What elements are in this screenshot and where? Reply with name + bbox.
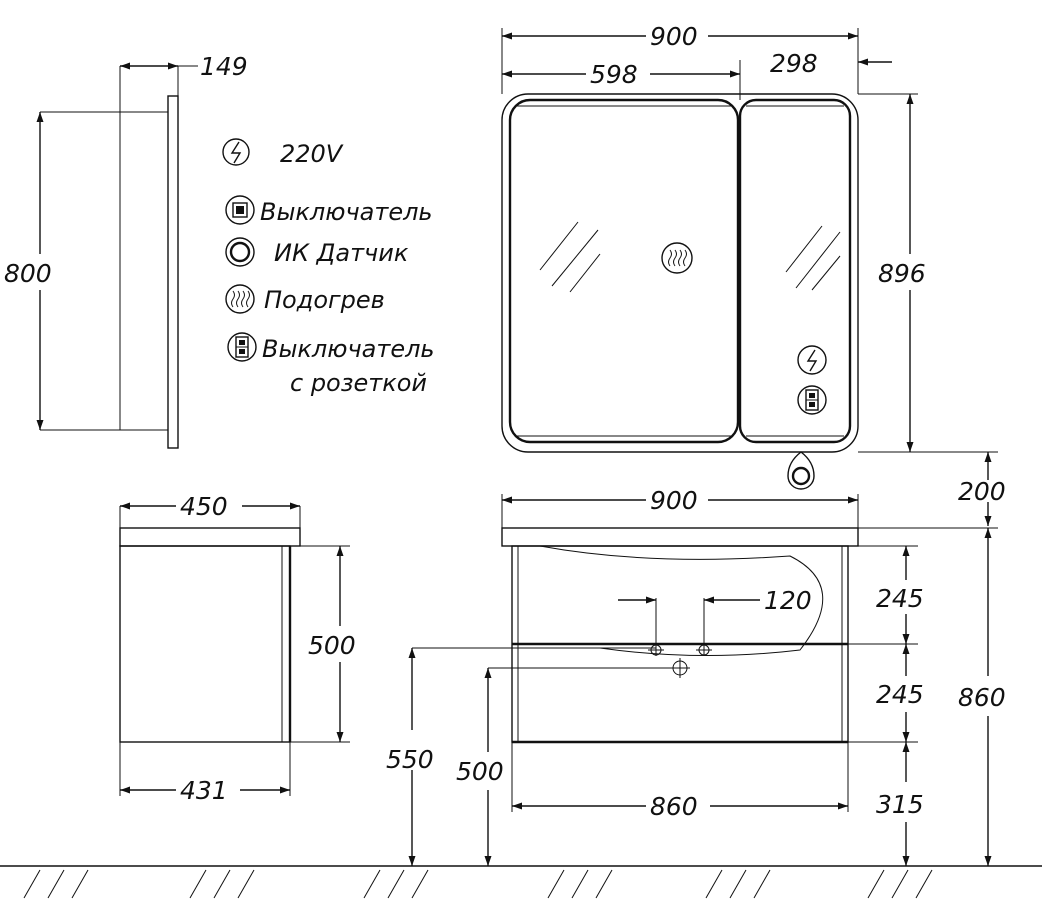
vanity-countertop	[501, 527, 859, 547]
heating-icon	[225, 284, 255, 314]
vanity-front-view: 900 120 550 500 860	[386, 486, 1006, 866]
legend-item-switch-socket: Выключатель с розеткой	[227, 332, 435, 397]
dim-mirror-depth: 149	[200, 52, 248, 81]
dim-water-height: 550	[386, 745, 434, 774]
dim-vanity-width: 900	[650, 486, 698, 515]
water-inlet-right-icon	[696, 644, 712, 656]
dim-vanity-front-height: 500	[308, 631, 356, 660]
legend-item-heating: Подогрев	[225, 284, 385, 314]
vanity-side-countertop	[119, 527, 301, 547]
legend-item-ir-sensor: ИК Датчик	[225, 237, 409, 267]
vanity-side-body	[119, 545, 291, 743]
vanity-side-view: 450 431 500	[119, 492, 356, 805]
dim-mirror-height: 896	[878, 259, 926, 288]
dim-drawer-height-bottom: 245	[876, 680, 924, 709]
floor-line	[0, 865, 1042, 899]
legend-item-power: 220V	[222, 138, 344, 168]
dim-drain-height: 500	[456, 757, 504, 786]
legend-switch-socket-label-2: с розеткой	[290, 369, 427, 397]
switch-socket-icon	[797, 385, 827, 415]
switch-icon	[225, 195, 255, 225]
dim-vanity-body-depth: 431	[180, 776, 228, 805]
legend-ir-sensor-label: ИК Датчик	[274, 239, 409, 267]
dim-gap-above: 200	[958, 477, 1006, 506]
dim-right-door: 298	[770, 49, 818, 78]
mirror-left-door	[508, 98, 740, 444]
legend-switch-socket-label-1: Выключатель	[262, 335, 435, 363]
switch-socket-icon	[227, 332, 257, 362]
dim-cabinet-width: 860	[650, 792, 698, 821]
dim-tap-spacing: 120	[764, 586, 812, 615]
power-icon	[222, 138, 250, 166]
mirror-front-view: 900 598 298 896 200	[501, 22, 1006, 526]
legend-item-switch: Выключатель	[225, 195, 433, 226]
legend: 220V Выключатель ИК Датчик	[222, 138, 435, 397]
mirror-glare-right	[785, 225, 841, 291]
water-inlet-left-icon	[648, 644, 664, 656]
dim-drawer-height-top: 245	[876, 584, 924, 613]
legend-switch-label: Выключатель	[260, 198, 433, 226]
dim-mirror-side-height: 800	[4, 259, 52, 288]
basin-outline	[539, 545, 824, 657]
ir-sensor-icon	[225, 237, 255, 267]
ir-sensor-icon	[787, 451, 815, 490]
mirror-side-profile	[167, 95, 179, 449]
dim-total-height: 860	[958, 683, 1006, 712]
dim-vanity-depth: 450	[180, 492, 228, 521]
heating-icon	[661, 242, 693, 274]
mirror-outer-frame	[501, 93, 859, 453]
dim-mirror-width: 900	[650, 22, 698, 51]
power-icon	[797, 345, 827, 375]
mirror-side-view: 149 800	[4, 52, 248, 449]
legend-power-label: 220V	[280, 140, 344, 168]
legend-heating-label: Подогрев	[264, 286, 385, 314]
dim-left-door: 598	[590, 60, 638, 89]
mirror-glare-left	[539, 221, 601, 293]
mirror-right-door	[738, 98, 852, 444]
dim-floor-clearance: 315	[876, 790, 924, 819]
